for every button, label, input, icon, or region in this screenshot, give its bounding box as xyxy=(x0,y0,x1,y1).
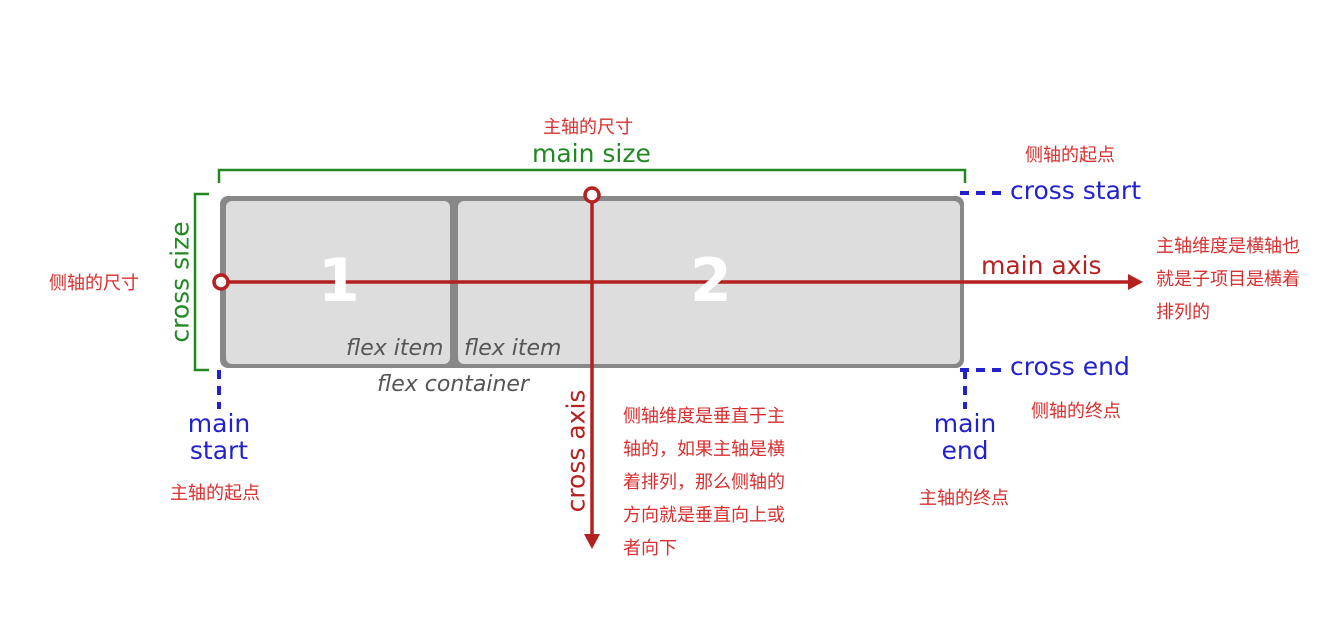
main-end-cn: 主轴的终点 xyxy=(919,488,1009,509)
item-1-caption: flex item xyxy=(346,336,444,361)
main-start-cn: 主轴的起点 xyxy=(170,483,260,504)
cross-size-bracket xyxy=(193,192,209,372)
cross-size-en: cross size xyxy=(165,221,195,343)
main-size-bracket xyxy=(217,168,967,183)
cross-start-en: cross start xyxy=(1010,176,1141,205)
item-1-number: 1 xyxy=(318,246,360,316)
cross-axis-note: 侧轴维度是垂直于主轴的，如果主轴是横着排列，那么侧轴的方向就是垂直向上或者向下 xyxy=(623,406,785,559)
cross-axis-arrowhead xyxy=(584,534,600,549)
cross-axis-en: cross axis xyxy=(561,389,591,513)
main-axis-arrowhead xyxy=(1128,274,1143,290)
main-axis-note: 主轴维度是横轴也就是子项目是横着排列的 xyxy=(1156,236,1300,323)
main-end-en-line2: end xyxy=(941,436,989,465)
item-2-number: 2 xyxy=(690,246,732,316)
cross-axis-origin xyxy=(583,186,601,204)
main-end-en-line1: main xyxy=(933,409,997,438)
container-caption: flex container xyxy=(377,372,530,397)
cross-start-cn: 侧轴的起点 xyxy=(1025,145,1115,166)
main-start-en-line1: main xyxy=(187,409,251,438)
main-size-en: main size xyxy=(532,139,651,168)
main-axis-en: main axis xyxy=(981,251,1102,280)
cross-size-cn: 侧轴的尺寸 xyxy=(49,273,139,294)
item-2-caption: flex item xyxy=(464,336,562,361)
main-size-cn: 主轴的尺寸 xyxy=(543,117,633,138)
cross-end-cn: 侧轴的终点 xyxy=(1031,401,1121,422)
cross-end-en: cross end xyxy=(1010,352,1130,381)
main-start-en-line2: start xyxy=(189,436,249,465)
main-axis-origin xyxy=(212,273,230,291)
